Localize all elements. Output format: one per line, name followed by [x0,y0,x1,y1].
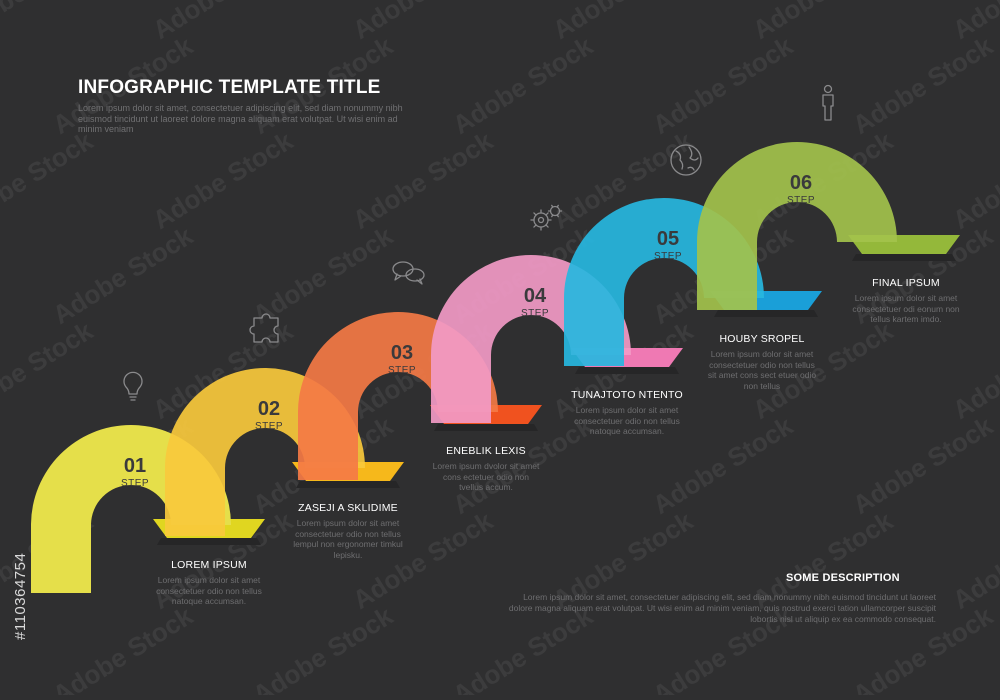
watermark-text: Adobe Stock [947,505,1000,615]
watermark-text: Adobe Stock [847,410,998,520]
globe-continents [675,146,699,171]
step-title: ZASEJI A SKLIDIME [298,502,398,514]
gear-tooth [556,204,559,208]
step-description: Lorem ipsum dolor sit amet consectetuer … [852,293,960,324]
gears-icon [530,204,563,231]
step-label: STEP [121,478,149,489]
ledge-shadow [575,367,679,374]
person-icon [822,84,834,121]
step-title: TUNAJTOTO NTENTO [571,389,683,401]
step-number: 04 [524,285,547,307]
step-number: 06 [790,172,812,194]
step-title: HOUBY SROPEL [719,333,805,345]
watermark-text: Adobe Stock [0,125,98,235]
puzzle-piece [249,313,279,343]
step-title: FINAL IPSUM [872,277,940,289]
step-description: Lorem ipsum dolor sit amet consectetuer … [156,575,262,606]
description-text: Lorem ipsum dolor sit amet, consectetuer… [508,592,936,624]
step-number: 05 [657,228,679,250]
step-label: STEP [388,365,416,376]
ledge-shadow [157,538,261,545]
infographic-title: INFOGRAPHIC TEMPLATE TITLE [78,77,381,98]
gear-tooth [551,204,554,208]
watermark-text: Adobe Stock [647,30,798,140]
gear-hub [537,216,545,224]
step-label: STEP [521,308,549,319]
step-label: STEP [654,251,682,262]
intro-text: Lorem ipsum dolor sit amet, consectetuer… [78,103,403,134]
ledge-shadow [296,481,400,488]
watermark-text: Adobe Stock [0,315,98,425]
step-arch [697,142,897,310]
watermark-text: Adobe Stock [947,315,1000,425]
lightbulb-icon [123,371,143,401]
watermark-text: Adobe Stock [347,125,498,235]
step-label: STEP [787,195,815,206]
watermark-text: Adobe Stock [847,30,998,140]
watermark-text: Adobe Stock [47,220,198,330]
step-description: Lorem ipsum dolor sit amet consectetuer … [707,349,817,391]
bulb-glass [123,371,143,395]
step-number: 01 [124,455,146,477]
step-number: 03 [391,342,413,364]
gear-tooth [545,212,549,216]
bubble [392,261,414,277]
gear-tooth [533,212,537,216]
gear-tooth [551,214,554,218]
watermark-text: Adobe Stock [447,30,598,140]
ledge-shadow [714,310,818,317]
step-label: STEP [255,421,283,432]
watermark-text: Adobe Stock [247,220,398,330]
person-body [822,94,834,121]
watermark-text: Adobe Stock [0,0,98,45]
watermark-text: Adobe Stock [947,125,1000,235]
bubble [405,268,425,282]
watermark-text: Adobe Stock [247,600,398,695]
ledge-shadow [852,254,956,261]
step-description: Lorem ipsum dolor sit amet consectetuer … [574,405,680,436]
chat-bubbles-icon [392,261,425,285]
step-description: Lorem ipsum dvolor sit amet cons ectetue… [432,461,540,492]
stock-id: #110364754 [12,552,29,640]
watermark-text: Adobe Stock [47,600,198,695]
person-head [823,84,833,94]
step-title: LOREM IPSUM [171,559,247,571]
bubble-tail [416,278,423,285]
gear-tooth [556,214,559,218]
gear-tooth [533,224,537,228]
globe-icon [670,144,702,176]
gear-tooth [545,224,549,228]
step-number: 02 [258,398,280,420]
globe-outline [670,144,702,176]
step-description: Lorem ipsum dolor sit amet consectetuer … [293,518,403,560]
watermark-text: Adobe Stock [147,125,298,235]
ledge-shadow [434,424,538,431]
bubble-tail [394,273,402,281]
puzzle-icon [249,313,279,343]
description-title: SOME DESCRIPTION [786,572,900,584]
step-title: ENEBLIK LEXIS [446,445,526,457]
